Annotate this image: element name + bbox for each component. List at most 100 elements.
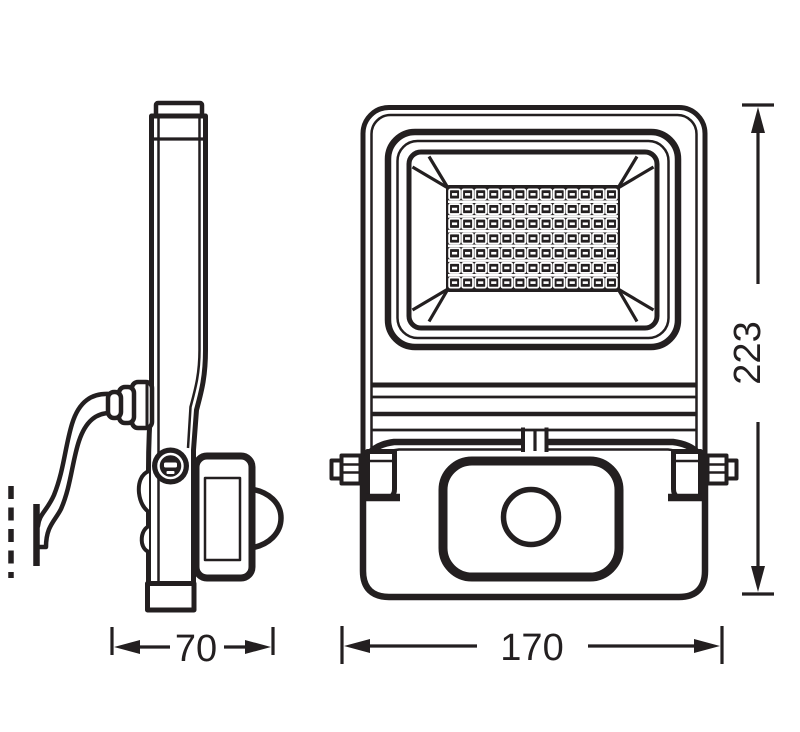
- led-chip: [487, 232, 501, 245]
- led-chip-dash: [451, 266, 458, 270]
- led-chip: [552, 188, 566, 201]
- led-chip-dash: [582, 266, 588, 270]
- led-chip-dash: [491, 266, 497, 270]
- led-chip-dash: [543, 266, 549, 270]
- led-chip-dash: [543, 193, 549, 196]
- dim-height-arrow-bottom: [751, 566, 765, 592]
- led-row-separator: [448, 273, 618, 277]
- led-chip: [539, 232, 553, 245]
- dim-width-arrow-left: [344, 639, 370, 653]
- led-chip: [513, 276, 527, 289]
- led-chip: [513, 262, 527, 274]
- led-chip-dash: [530, 237, 536, 240]
- led-chip-dash: [595, 251, 601, 255]
- led-chip: [513, 232, 527, 245]
- led-chip: [461, 247, 474, 260]
- front-view: [329, 105, 739, 601]
- led-chip: [526, 262, 540, 274]
- led-chip: [500, 262, 514, 274]
- sensor-dome-side: [250, 486, 284, 551]
- led-chip-dash: [595, 207, 601, 211]
- led-chip-dash: [595, 266, 601, 270]
- pivot-screw: [152, 447, 189, 485]
- led-chip-dash: [451, 207, 458, 211]
- led-chip-dash: [465, 266, 471, 270]
- led-chip-dash: [491, 251, 497, 255]
- led-chip: [513, 203, 527, 215]
- led-row-separator: [448, 215, 618, 218]
- led-chip: [448, 217, 461, 230]
- led-chip-dash: [582, 207, 588, 211]
- mounting-foot: [145, 581, 197, 613]
- led-chip: [487, 247, 501, 260]
- led-chip-dash: [491, 193, 497, 196]
- led-chip-dash: [569, 237, 575, 240]
- led-chip: [592, 232, 605, 245]
- led-chip: [448, 188, 461, 201]
- led-chip-dash: [517, 251, 523, 255]
- led-chip: [592, 188, 605, 201]
- led-chip-dash: [608, 193, 615, 196]
- dim-height-label: 223: [727, 321, 769, 384]
- led-chip: [513, 188, 527, 201]
- led-chip-dash: [504, 281, 510, 284]
- led-chip-dash: [595, 281, 601, 284]
- led-chip: [461, 276, 474, 289]
- led-chip: [474, 188, 487, 201]
- led-chip: [592, 203, 605, 215]
- led-chip-dash: [569, 222, 575, 226]
- dim-depth-label: 70: [175, 628, 217, 670]
- led-chip: [461, 232, 474, 245]
- dim-width-label: 170: [500, 627, 563, 669]
- led-chip: [500, 232, 514, 245]
- led-chip: [552, 262, 566, 274]
- led-chip-dash: [517, 266, 523, 270]
- led-chip: [500, 217, 514, 230]
- dim-height-arrow-top: [751, 107, 765, 133]
- led-chip-dash: [569, 251, 575, 255]
- led-chip-dash: [491, 237, 497, 240]
- led-chip: [605, 232, 618, 245]
- led-chip-dash: [556, 251, 562, 255]
- led-chip-dash: [556, 237, 562, 240]
- led-chip-dash: [517, 193, 523, 196]
- led-chip-dash: [517, 237, 523, 240]
- led-chip-dash: [582, 251, 588, 255]
- led-chip: [461, 217, 474, 230]
- led-chip-dash: [608, 222, 615, 226]
- led-chip: [487, 203, 501, 215]
- led-chip: [487, 188, 501, 201]
- led-chip: [605, 203, 618, 215]
- led-chip-dash: [608, 281, 615, 284]
- led-chip-dash: [595, 193, 601, 196]
- led-chip: [526, 276, 540, 289]
- led-chip: [552, 276, 566, 289]
- led-chip: [605, 262, 618, 274]
- led-chip-dash: [478, 266, 484, 270]
- led-chip: [579, 217, 592, 230]
- led-chip-dash: [451, 281, 458, 284]
- led-chip-dash: [595, 222, 601, 226]
- led-chip-dash: [556, 207, 562, 211]
- led-chip: [605, 217, 618, 230]
- sensor-housing-side: [192, 452, 256, 582]
- led-chip-dash: [465, 251, 471, 255]
- led-chip-dash: [491, 207, 497, 211]
- led-chip: [461, 262, 474, 274]
- led-chip-dash: [543, 207, 549, 211]
- led-chip-dash: [543, 222, 549, 226]
- led-chip-dash: [543, 281, 549, 284]
- cable-gland: [105, 379, 155, 431]
- led-chip-dash: [478, 222, 484, 226]
- led-chip-dash: [517, 207, 523, 211]
- heatsink-fins: [372, 382, 696, 432]
- led-chip: [448, 203, 461, 215]
- led-chip-dash: [608, 266, 615, 270]
- led-chip-dash: [569, 266, 575, 270]
- led-chip: [539, 217, 553, 230]
- lens-frame-inner-line: [396, 139, 670, 340]
- led-chip-dash: [451, 251, 458, 255]
- led-chip: [474, 232, 487, 245]
